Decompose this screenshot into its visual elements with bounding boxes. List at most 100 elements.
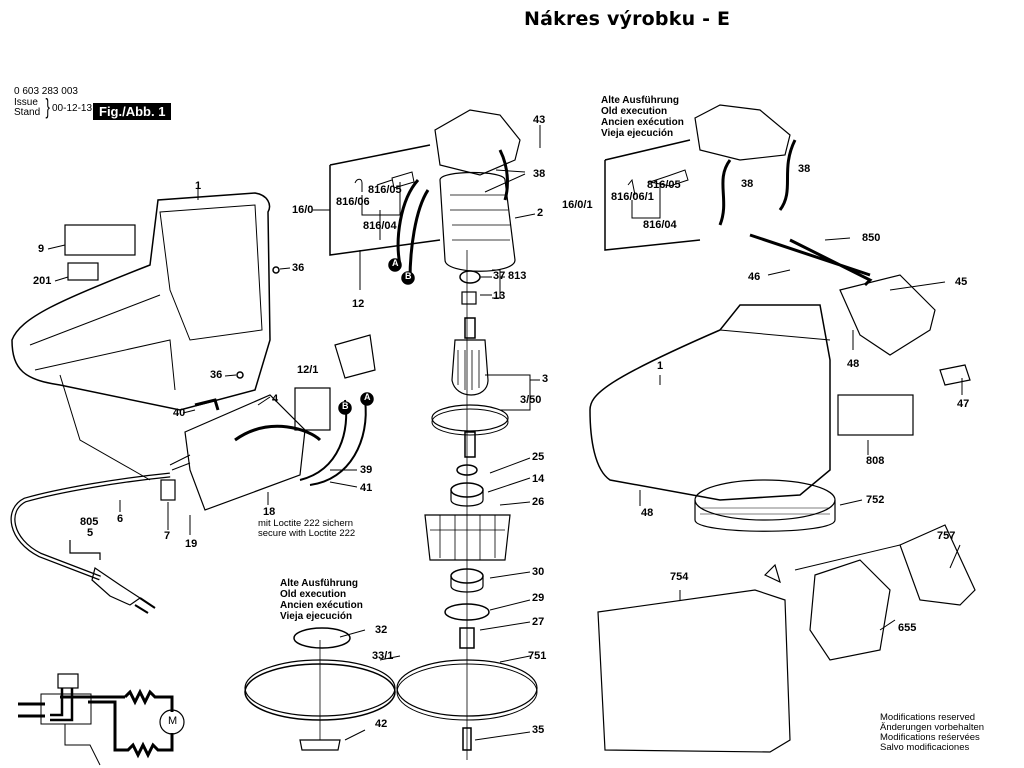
part-label: 3 <box>542 373 549 385</box>
figure-label: Fig./Abb. 1 <box>93 103 172 120</box>
part-label: 5 <box>87 527 94 539</box>
note-line: Ancien exécution <box>280 600 363 611</box>
part-label: 12 <box>352 298 365 310</box>
part-label: 757 <box>937 530 956 542</box>
field-brush-assembly-drawing <box>329 109 521 281</box>
wire-marker-b-top <box>401 271 415 285</box>
part-label: 1 <box>195 180 202 192</box>
part-label: 37 <box>493 270 506 282</box>
part-label: 816/05 <box>647 179 681 191</box>
part-label: 752 <box>866 494 885 506</box>
part-label: 7 <box>164 530 171 542</box>
part-label: 16/0 <box>292 204 314 216</box>
issue-label-de: Stand <box>14 107 41 118</box>
old-pad-drawing <box>244 627 396 751</box>
wire-marker-a-label: A <box>392 258 399 268</box>
part-label: 808 <box>866 455 885 467</box>
part-label: 36 <box>292 262 305 274</box>
note-line: Änderungen vorbehalten <box>880 722 985 733</box>
note-line: Old execution <box>601 106 668 117</box>
part-label: 42 <box>375 718 388 730</box>
armature-drawing <box>396 250 538 760</box>
note-line: Alte Ausführung <box>280 578 358 589</box>
part-label: 1 <box>657 360 664 372</box>
part-label: 26 <box>532 496 545 508</box>
note-line: Alte Ausführung <box>601 95 679 106</box>
note-line: Salvo modificaciones <box>880 742 970 753</box>
part-label: 30 <box>532 566 545 578</box>
part-label: 38 <box>533 168 546 180</box>
part-label: 754 <box>670 571 689 583</box>
part-label: 201 <box>33 275 52 287</box>
part-label: 38 <box>798 163 811 175</box>
part-label: 751 <box>528 650 547 662</box>
part-label: 40 <box>173 407 186 419</box>
part-label: 47 <box>957 398 970 410</box>
old-execution-note-bottom: Alte Ausführung Old execution Ancien exé… <box>280 578 363 622</box>
dust-bag-drawing <box>597 524 976 753</box>
part-label: 14 <box>532 473 545 485</box>
leader-lines <box>47 125 963 741</box>
part-label: 9 <box>38 243 45 255</box>
document-number: 0 603 283 003 <box>14 86 78 97</box>
issue-label-en: Issue <box>14 97 38 108</box>
note-line: Vieja ejecución <box>280 611 353 622</box>
part-label: 35 <box>532 724 545 736</box>
modifications-note: Modifications reserved Änderungen vorbeh… <box>880 713 984 753</box>
part-label: 816/06 <box>336 196 370 208</box>
part-label: 3/50 <box>520 394 542 406</box>
part-label: 16/0/1 <box>562 199 593 211</box>
part-label: 48 <box>641 507 654 519</box>
part-label: 816/04 <box>363 220 397 232</box>
wire-marker-a-top <box>388 258 402 272</box>
part-label: 29 <box>532 592 545 604</box>
note-line: Modifications reserved <box>880 712 976 723</box>
part-label: 816/06/1 <box>611 191 654 203</box>
wire-marker-a-mid <box>360 392 374 406</box>
part-label: 850 <box>862 232 881 244</box>
part-label: 27 <box>532 616 545 628</box>
part-label: 43 <box>533 114 546 126</box>
part-label: 816/05 <box>368 184 402 196</box>
part-label: 46 <box>748 271 761 283</box>
part-label: 18 <box>263 506 276 518</box>
motor-symbol-label: M <box>168 715 178 727</box>
part-label: 2 <box>537 207 544 219</box>
page-title: Nákres výrobku - E <box>524 8 731 30</box>
part-label: 32 <box>375 624 388 636</box>
wire-marker-a-label: A <box>364 392 371 402</box>
issue-label: Issue Stand <box>14 98 40 118</box>
note-line: Modifications reśervées <box>880 732 980 743</box>
part-label: 12/1 <box>297 364 319 376</box>
part-label: 805 <box>80 516 99 528</box>
issue-date: 00-12-13 <box>52 103 93 114</box>
note-line: Vieja ejecución <box>601 128 674 139</box>
note-line: mit Loctite 222 sichern <box>258 518 354 529</box>
housing-left-drawing <box>11 192 280 411</box>
part-label: 39 <box>360 464 373 476</box>
brace-glyph: } <box>45 94 50 119</box>
power-cord-drawing <box>10 374 191 614</box>
part-label: 19 <box>185 538 198 550</box>
note-line: Ancien exécution <box>601 117 684 128</box>
part-label: 25 <box>532 451 545 463</box>
wiring-schematic <box>18 673 185 766</box>
note-line: secure with Loctite 222 <box>258 528 356 539</box>
part-label: 38 <box>741 178 754 190</box>
old-brush-holder-drawing <box>604 104 797 251</box>
part-label: 816/04 <box>643 219 677 231</box>
wire-marker-b-mid <box>338 401 352 415</box>
old-execution-note-top: Alte Ausführung Old execution Ancien exé… <box>601 95 684 139</box>
part-label: 813 <box>508 270 527 282</box>
part-label: 45 <box>955 276 968 288</box>
part-label: 6 <box>117 513 124 525</box>
part-label: 655 <box>898 622 917 634</box>
sander-body-drawing <box>589 233 971 532</box>
part-label: 48 <box>847 358 860 370</box>
part-label: 4 <box>272 393 279 405</box>
wire-marker-b-label: B <box>405 271 412 281</box>
part-label: 13 <box>493 290 506 302</box>
note-line: Old execution <box>280 589 347 600</box>
part-label: 41 <box>360 482 373 494</box>
